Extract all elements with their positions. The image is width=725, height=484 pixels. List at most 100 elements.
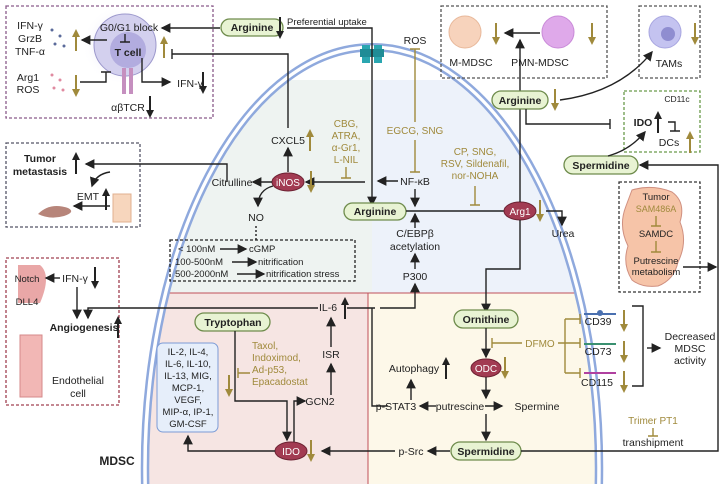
svg-text:IL-6, IL-10,: IL-6, IL-10, <box>165 359 211 370</box>
up-arrow-icon <box>654 111 662 133</box>
tcell-ifn-label: IFN-γ <box>177 78 203 90</box>
nfkb-label: NF-κB <box>400 176 430 188</box>
samdc-label: SAMDC <box>639 229 673 240</box>
ido-inhibitor-1: Taxol, <box>252 341 278 352</box>
dc-ido-label: IDO <box>634 117 653 129</box>
emt-label: EMT <box>77 191 100 203</box>
pstat3-label: p-STAT3 <box>376 401 417 413</box>
down-arrow-icon <box>276 17 284 39</box>
svg-text:MIP-α, IP-1,: MIP-α, IP-1, <box>163 407 214 418</box>
arg1-inhibitor-1: CP, SNG, <box>454 147 497 158</box>
blood-vessel-icon <box>19 334 43 398</box>
cxcl5-label: CXCL5 <box>271 135 305 147</box>
down-arrow-icon <box>72 75 80 97</box>
epithelial-cell-icon <box>112 193 132 223</box>
ornithine-label: Ornithine <box>463 314 510 326</box>
tcell-label: T cell <box>115 47 142 59</box>
svg-text:100-500nM: 100-500nM <box>175 257 223 268</box>
tumor-panel <box>618 181 701 293</box>
decreased-label: Decreased <box>665 331 716 343</box>
citrulline-label: Citrulline <box>212 177 253 189</box>
pmn-mdsc-label: PMN-MDSC <box>511 57 569 69</box>
ros-label: ROS <box>17 84 40 96</box>
down-arrow-icon <box>225 375 233 397</box>
notch-label: Notch <box>15 274 40 285</box>
cebp-label: C/EBPβ <box>396 228 434 240</box>
down-arrow-icon <box>492 23 500 45</box>
transhipment-label: transhipment <box>623 437 684 449</box>
tcr-label: αβTCR <box>111 102 145 114</box>
dc-panel <box>623 90 701 153</box>
acetylation-label: acetylation <box>390 241 440 253</box>
inos-label: iNOS <box>276 178 300 189</box>
spermine-label: Spermine <box>515 401 560 413</box>
urea-label: Urea <box>552 228 575 240</box>
dll4-label: DLL4 <box>16 297 39 308</box>
angiogenesis-label: Angiogenesis <box>50 322 119 334</box>
down-arrow-icon <box>691 23 699 45</box>
down-arrow-icon <box>620 341 628 363</box>
down-arrow-icon <box>536 200 544 222</box>
cd11c-label: CD11c <box>664 94 690 104</box>
up-arrow-icon <box>72 29 80 51</box>
down-arrow-icon <box>588 23 596 45</box>
down-arrow-icon <box>146 96 154 118</box>
up-arrow-icon <box>72 152 80 174</box>
svg-text:500-2000nM: 500-2000nM <box>175 269 228 280</box>
spermidine-inner-label: Spermidine <box>457 446 514 458</box>
endothelial-tip-cell-icon <box>18 265 46 303</box>
cd115-label: CD115 <box>581 377 613 389</box>
down-arrow-icon <box>501 357 509 379</box>
cd39-receptor-icon <box>584 310 616 316</box>
arginine-label: Arginine <box>231 22 274 34</box>
isr-label: ISR <box>322 349 340 361</box>
down-arrow-icon <box>620 371 628 393</box>
decreased-label-2: MDSC <box>675 343 706 355</box>
g0g1-block-label: G0/G1 block <box>100 22 159 34</box>
inos-inhibitor-1: CBG, <box>334 119 358 130</box>
up-arrow-icon <box>160 36 168 58</box>
cytokine-panel <box>156 342 219 433</box>
inos-inhibitor-2: ATRA, <box>332 131 361 142</box>
p300-label: P300 <box>403 271 428 283</box>
m-mdsc-cell-icon <box>448 15 482 49</box>
tryptophan-pill <box>194 312 271 332</box>
cd73-label: CD73 <box>585 346 612 358</box>
up-arrow-icon <box>306 129 314 151</box>
tumor-cell-icon <box>622 186 684 287</box>
m-mdsc-label: M-MDSC <box>449 57 493 69</box>
endo-ifn-label: IFN-γ <box>62 273 88 285</box>
mesenchymal-cell-icon <box>38 206 72 218</box>
no-concentration-panel <box>169 239 356 282</box>
metastasis-panel <box>5 142 141 228</box>
trimer-pt1-label: Trimer PT1 <box>628 416 678 427</box>
svg-text:< 100nM: < 100nM <box>178 244 215 255</box>
ros-inner-label: ROS <box>404 35 427 47</box>
down-arrow-icon <box>199 72 207 94</box>
dcs-label: DCs <box>659 137 679 149</box>
inos-inhibitor-4: L-NIL <box>334 155 359 166</box>
egcg-sng-label: EGCG, SNG <box>387 126 444 137</box>
spermidine-right-label: Spermidine <box>572 160 629 172</box>
sam486a-label: SAM486A <box>636 204 677 214</box>
svg-text:IL-13, MIG,: IL-13, MIG, <box>164 371 212 382</box>
psrc-label: p-Src <box>398 446 423 458</box>
up-arrow-icon <box>341 297 349 319</box>
up-arrow-icon <box>114 316 122 338</box>
up-arrow-icon <box>442 357 450 379</box>
gcn2-label: GCN2 <box>305 396 334 408</box>
ido-inhibitor-4: Epacadostat <box>252 377 308 388</box>
cd39-label: CD39 <box>585 316 612 328</box>
no-label: NO <box>248 212 264 224</box>
preferential-uptake-label: Preferential uptake <box>287 17 367 28</box>
ido-label: IDO <box>282 447 300 458</box>
svg-text:MCP-1,: MCP-1, <box>172 383 204 394</box>
down-arrow-icon <box>551 89 559 111</box>
tumor-metastasis-label-2: metastasis <box>13 166 67 178</box>
tumor-metastasis-label: Tumor <box>24 153 56 165</box>
arginine-right-pill <box>491 90 549 110</box>
arg1-enzyme-label: Arg1 <box>509 207 531 218</box>
